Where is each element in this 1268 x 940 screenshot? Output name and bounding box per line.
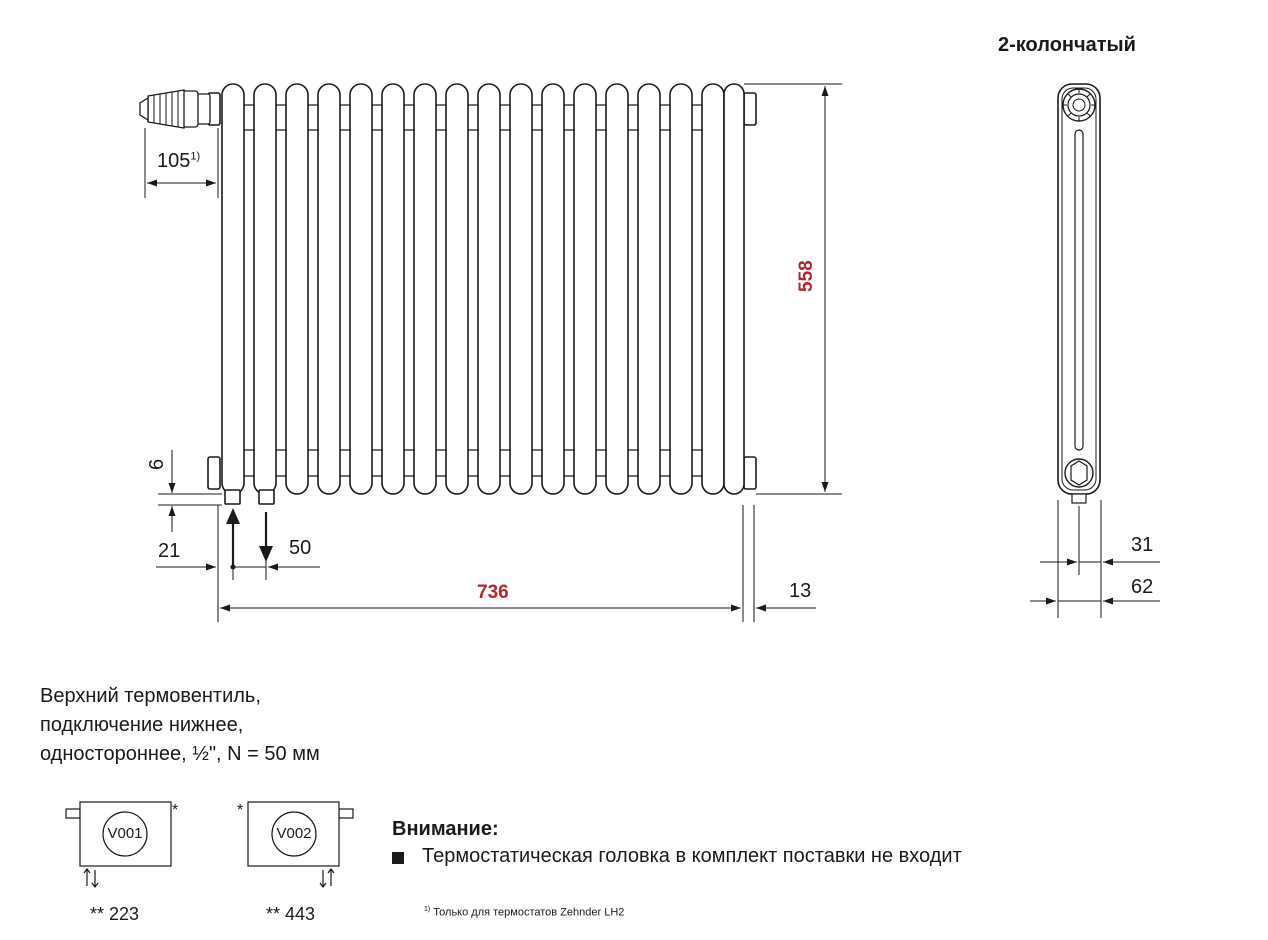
variant-v001-symbol — [65, 801, 172, 888]
variant-code: V001 — [107, 825, 143, 842]
connection-description: Верхний термовентиль, подключение нижнее… — [40, 682, 460, 769]
variant-number: ** 443 — [266, 904, 316, 924]
description-line: Верхний термовентиль, — [40, 685, 261, 707]
dim-side-inner: 31 — [1131, 534, 1154, 556]
footnote: 1) Только для термостатов Zehnder LH2 — [424, 906, 625, 919]
variant-star: * — [237, 802, 244, 819]
attention-text: Термостатическая головка в комплект пост… — [422, 845, 962, 867]
dim-valve-offset: 1051) — [157, 150, 201, 172]
radiator-sections — [221, 83, 725, 495]
radiator-front-view — [207, 83, 757, 505]
variant-star: * — [172, 802, 179, 819]
view-title: 2-колончатый — [998, 34, 1136, 56]
dim-height: 558 — [796, 260, 817, 292]
attention-title: Внимание: — [392, 818, 499, 840]
dim-connection-spacing: 50 — [289, 537, 312, 559]
dim-depth-offset: 13 — [789, 580, 812, 602]
radiator-side-view — [1057, 83, 1101, 504]
dim-bottom-gap: 6 — [146, 458, 168, 470]
variant-code: V002 — [276, 825, 312, 842]
variant-number: ** 223 — [90, 904, 140, 924]
attention-note: Термостатическая головка в комплект пост… — [392, 845, 962, 868]
thermostat-head-icon — [139, 89, 211, 129]
dim-width: 736 — [477, 582, 509, 603]
description-line: одностороннее, ½", N = 50 мм — [40, 743, 320, 765]
variant-v002-symbol — [247, 801, 354, 888]
dim-inlet-offset: 21 — [158, 540, 181, 562]
bullet-square-icon — [392, 851, 404, 864]
description-line: подключение нижнее, — [40, 714, 244, 736]
dim-side-outer: 62 — [1131, 576, 1154, 598]
dimension-lines — [144, 83, 842, 622]
